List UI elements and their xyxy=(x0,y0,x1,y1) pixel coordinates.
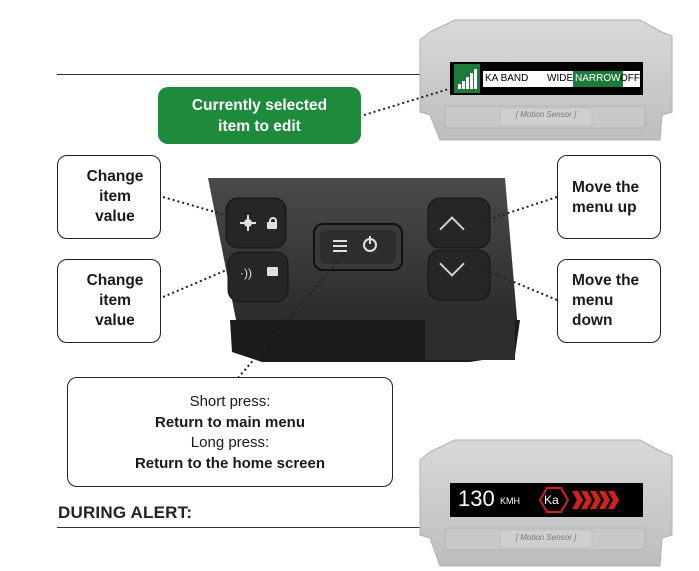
during-alert-heading: DURING ALERT: xyxy=(58,503,193,522)
top-sensor-label: [ Motion Sensor ] xyxy=(515,110,577,119)
menu-up-callout: Move the menu up xyxy=(557,155,661,239)
folder-icon xyxy=(267,267,278,276)
alert-unit: KMH xyxy=(500,496,520,506)
brightness-icon[interactable] xyxy=(240,215,256,231)
option-wide: WIDE xyxy=(547,73,574,84)
signal-bars-icon xyxy=(454,64,480,93)
menu-list-icon[interactable] xyxy=(333,239,347,253)
change-value-callout-1: Change item value xyxy=(57,155,161,239)
return-home-label: Return to the home screen xyxy=(134,454,326,472)
alert-speed: 130 xyxy=(458,486,495,511)
lock-icon xyxy=(267,217,277,229)
bottom-divider xyxy=(57,527,422,528)
alert-lcd-screen: 130 KMH Ka xyxy=(450,483,643,517)
short-press-label: Short press: xyxy=(189,393,271,410)
hexagon-icon xyxy=(538,487,570,513)
power-button-callout: Short press: Return to main menu Long pr… xyxy=(67,377,393,487)
band-label: KA BAND xyxy=(485,73,529,84)
change-value-callout-2: Change item value xyxy=(57,259,161,343)
top-divider xyxy=(57,74,422,75)
alert-band: Ka xyxy=(544,493,559,507)
power-icon[interactable] xyxy=(363,236,377,252)
long-press-label: Long press: xyxy=(190,434,270,451)
top-lcd-screen: KA BAND WIDE NARROW OFF xyxy=(450,62,643,95)
sound-icon[interactable]: ·)) xyxy=(240,266,252,280)
option-off: OFF xyxy=(620,73,640,84)
selected-item-callout: Currently selected item to edit xyxy=(158,87,361,144)
alert-graphics xyxy=(538,487,619,513)
alert-sensor-label: [ Motion Sensor ] xyxy=(515,533,577,542)
menu-down-callout: Move the menu down xyxy=(557,259,661,343)
option-narrow: NARROW xyxy=(573,71,623,87)
return-main-label: Return to main menu xyxy=(154,413,305,431)
